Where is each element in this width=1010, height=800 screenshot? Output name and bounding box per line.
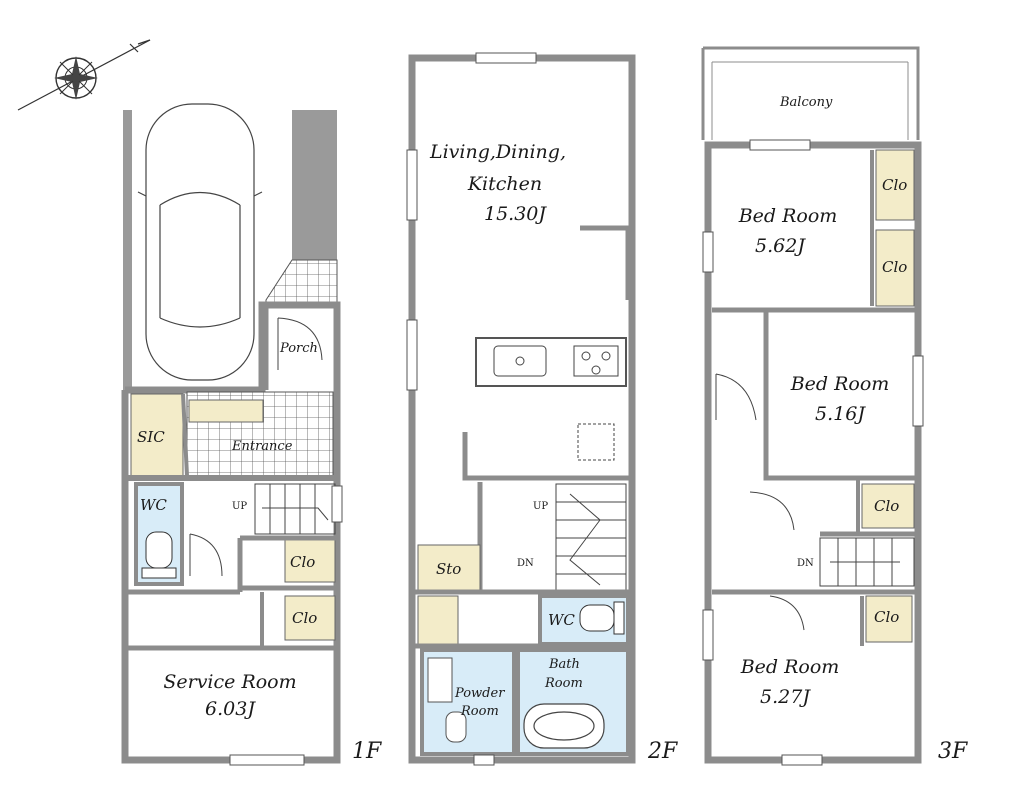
closet-label: Clo: [292, 609, 317, 627]
closet: [284, 595, 336, 641]
porch-label: Porch: [279, 341, 318, 356]
closet-label: Clo: [882, 176, 907, 194]
floor-1f: UP Porch SIC Entrance WC Clo Clo Service…: [121, 103, 382, 766]
wc-label: WC: [140, 496, 167, 514]
floor-label: 1F: [352, 739, 382, 764]
closet: [861, 483, 915, 529]
floor-2f: Living,Dining, Kitchen 15.30J UP DN Sto …: [406, 52, 678, 766]
compass-north-icon: [17, 39, 151, 111]
stove-icon: [573, 345, 619, 377]
stairs-up-label: UP: [533, 501, 548, 512]
closet-label: Clo: [874, 497, 899, 515]
sic-label: SIC: [137, 428, 165, 446]
stairs-down-label: DN: [797, 558, 814, 569]
closet-label: Clo: [874, 608, 899, 626]
room-size: 5.62J: [755, 235, 806, 257]
closet-label: Clo: [290, 553, 315, 571]
room-size: 15.30J: [484, 203, 547, 225]
sic-closet: [130, 393, 184, 477]
storage-label: Sto: [436, 560, 461, 578]
floor-label: 3F: [938, 739, 968, 764]
side-wall: [292, 110, 337, 260]
entrance-label: Entrance: [231, 439, 293, 454]
room-size: 5.16J: [815, 403, 866, 425]
balcony-label: Balcony: [779, 95, 833, 110]
floor-3f: Balcony Bed Room 5.62J Clo Clo Bed Room …: [701, 46, 968, 766]
stairs-up-label: UP: [232, 501, 247, 512]
toilet-icon: [579, 601, 625, 635]
powder-room-label: Powder: [454, 686, 505, 701]
stairs-1f: [254, 483, 336, 535]
sink-icon: [493, 345, 547, 377]
room-name: Bed Room: [738, 205, 838, 227]
floor-label: 2F: [647, 739, 678, 764]
room-name: Service Room: [163, 671, 296, 693]
bathtub-icon: [523, 703, 605, 749]
closet: [875, 149, 915, 221]
bath-room-label: Bath: [548, 657, 580, 672]
bath-room-label: Room: [544, 676, 583, 691]
porch-tiles: [265, 259, 338, 306]
room-name: Kitchen: [467, 173, 542, 195]
stairs-down-label: DN: [517, 558, 534, 569]
stairs-2f: [555, 483, 627, 591]
storage: [417, 544, 481, 591]
closet-label: Clo: [882, 258, 907, 276]
closet: [875, 229, 915, 307]
room-size: 5.27J: [760, 686, 811, 708]
wc-label: WC: [548, 611, 575, 629]
side-wall: [123, 110, 132, 390]
stairs-3f: [819, 537, 915, 587]
powder-room-label: Room: [460, 704, 499, 719]
room-name: Bed Room: [740, 656, 840, 678]
room-name: Living,Dining,: [429, 141, 566, 163]
room-size: 6.03J: [205, 698, 256, 720]
closet: [865, 595, 913, 643]
car-icon: [137, 103, 263, 381]
kitchen-counter: [475, 337, 627, 387]
toilet-icon: [141, 531, 177, 579]
room-name: Bed Room: [790, 373, 890, 395]
